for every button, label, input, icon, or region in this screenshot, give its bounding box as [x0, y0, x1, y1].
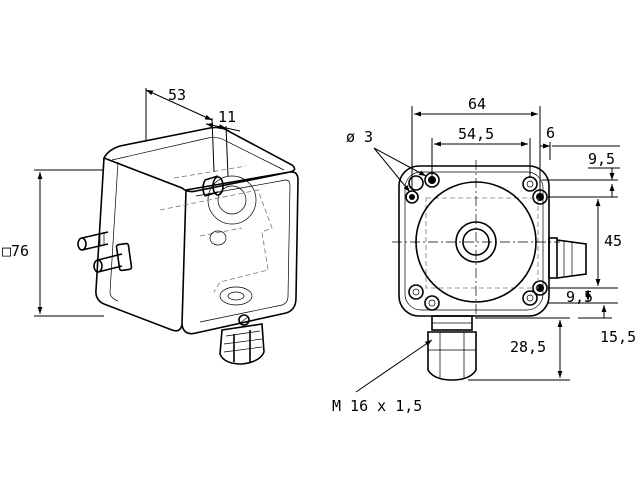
internal-frame: [159, 165, 273, 293]
dim-label-53: 53: [168, 86, 186, 104]
housing-front-rim: [195, 179, 291, 323]
adjust-knob: [209, 230, 227, 246]
switch-element: [219, 286, 253, 306]
leader-hole-a: [373, 147, 411, 193]
dim-label-64: 64: [468, 95, 486, 113]
pressure-chamber-inner: [217, 185, 247, 215]
thread-label: M 16 x 1,5: [332, 397, 422, 415]
ext-line-11: [225, 125, 229, 177]
housing-inner-outline: [404, 171, 544, 311]
dim-label-11: 11: [218, 108, 236, 126]
leader-hole-b: [373, 147, 427, 177]
dim-label-45: 45: [604, 232, 622, 250]
leader-thread: [355, 339, 433, 393]
cable-gland-right: [427, 315, 477, 381]
switch-element-inner: [227, 291, 245, 301]
dim-label-6: 6: [546, 124, 555, 142]
dim-line-11: [205, 122, 227, 130]
mounting-holes: [405, 172, 548, 311]
isometric-view: 53 11 □76: [2, 86, 299, 365]
housing-top-face: [102, 126, 296, 193]
housing-front-face: [181, 171, 299, 335]
dim-line-53: [145, 89, 213, 121]
dim-label-9-5-bottom: 9,5: [566, 288, 593, 306]
top-fitting-end: [212, 176, 224, 196]
housing-left-face: [95, 157, 187, 332]
dim-label-54-5: 54,5: [458, 125, 494, 143]
cover-screw: [238, 314, 250, 326]
ext-line-53-b: [211, 117, 215, 173]
mounting-pattern: [425, 197, 539, 289]
front-view: 64 54,5 6 ø 3 9,5 45 9,5 15,5: [332, 95, 636, 415]
dim-label-hole-diameter: ø 3: [346, 128, 373, 146]
dim-label-15-5: 15,5: [600, 328, 636, 346]
dim-label-28-5: 28,5: [510, 338, 546, 356]
dim-label-9-5-top: 9,5: [588, 150, 615, 168]
cable-gland-left: [219, 323, 265, 365]
hose-nipple-lower: [93, 242, 133, 273]
top-pressure-fitting: [202, 175, 219, 197]
side-hose-nipple: [548, 237, 587, 279]
hose-nipple-upper: [77, 231, 109, 251]
housing-top-inner-edge: [111, 137, 285, 171]
dim-label-76: □76: [2, 242, 29, 260]
gland-body: [427, 331, 477, 381]
housing-left-inner-edge: [109, 161, 119, 302]
